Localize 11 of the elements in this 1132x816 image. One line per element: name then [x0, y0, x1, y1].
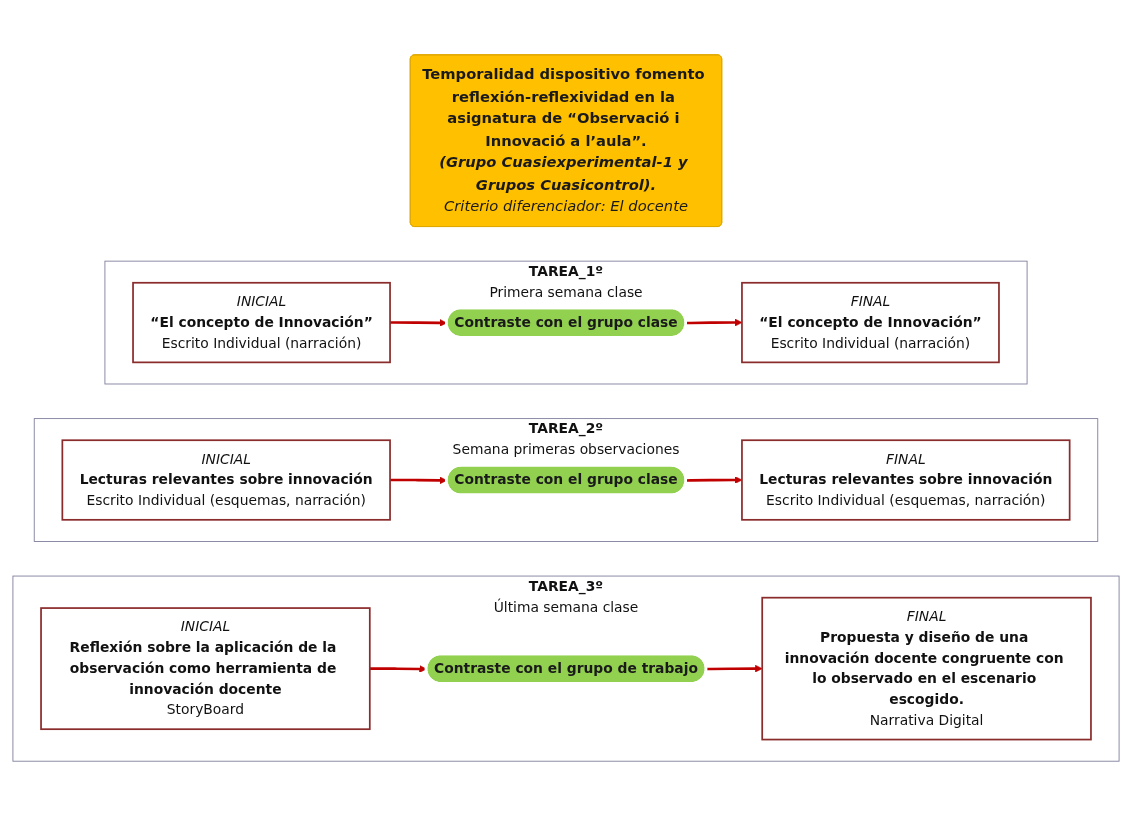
node-label: Última semana clase [493, 598, 639, 615]
arrow [706, 664, 763, 673]
node-box: INICIAL Reflexión sobre la aplicación de la observación como herramienta de innovación docente StoryBoard [40, 607, 371, 731]
node-box: INICIAL Lecturas relevantes sobre innovación Escrito Individual (esquemas, narración) [61, 439, 391, 521]
node-box: INICIAL “El concepto de Innovación” Escrito Individual (narración) [132, 281, 391, 364]
arrow [369, 665, 427, 673]
node-label: Primera semana clase [489, 283, 643, 301]
node-box: FINAL Propuesta y diseño de una innovación docente congruente con lo observado en el escenario escogido. Narrativa Digital [761, 596, 1092, 741]
node-label: Semana primeras observaciones [452, 441, 680, 458]
node-box: FINAL Lecturas relevantes sobre innovación Escrito Individual (esquemas, narración) [741, 439, 1071, 521]
node-box: FINAL “El concepto de Innovación” Escrito Individual (narración) [741, 281, 1000, 364]
